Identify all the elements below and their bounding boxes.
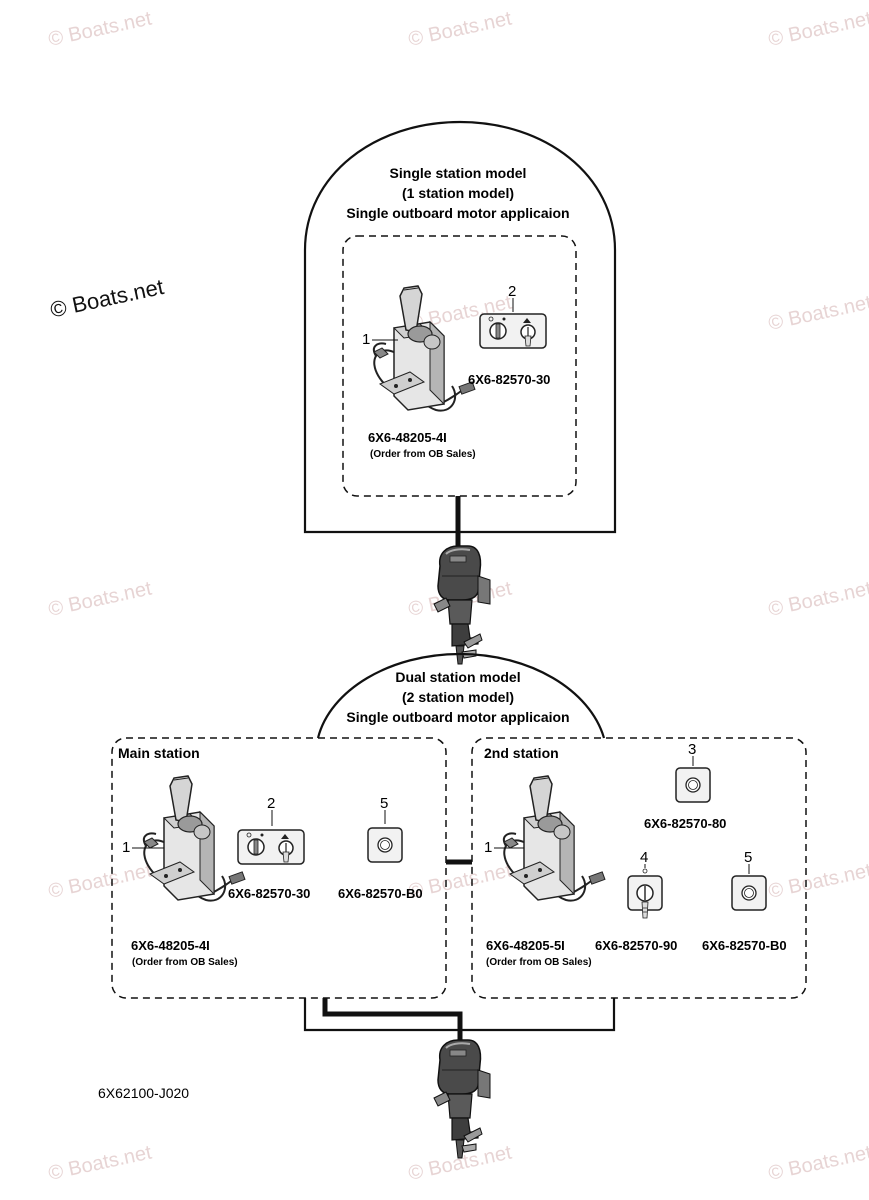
watermark: © Boats.net xyxy=(46,1141,154,1184)
dual-station-title-line-1: Dual station model xyxy=(395,669,520,685)
callout-4: 4 xyxy=(640,849,648,866)
callout-2: 2 xyxy=(267,795,275,812)
part-number: 6X6-48205-5I xyxy=(486,938,565,953)
diagram-code: 6X62100-J020 xyxy=(98,1085,189,1101)
watermark: © Boats.net xyxy=(766,7,869,50)
callout-2: 2 xyxy=(508,283,516,300)
main-station-label: Main station xyxy=(118,745,200,761)
main-switch-panel-icon xyxy=(237,829,305,865)
watermark: © Boats.net xyxy=(766,859,869,902)
remote-control-box-icon xyxy=(502,775,606,902)
main-station-group-box xyxy=(111,737,447,999)
control-cable xyxy=(322,998,463,1044)
callout-5: 5 xyxy=(744,849,752,866)
part-number: 6X6-82570-30 xyxy=(228,886,310,901)
outboard-motor-icon xyxy=(433,1039,491,1159)
main-switch-panel-icon xyxy=(479,313,547,349)
watermark: © Boats.net xyxy=(406,7,514,50)
watermark: © Boats.net xyxy=(766,577,869,620)
callout-3: 3 xyxy=(688,741,696,758)
callout-1: 1 xyxy=(362,331,370,348)
watermark: © Boats.net xyxy=(46,7,154,50)
part-number: 6X6-82570-90 xyxy=(595,938,677,953)
single-station-section: Single station model (1 station model) S… xyxy=(303,120,617,534)
single-station-frame xyxy=(303,120,617,534)
dual-station-title-line-3: Single outboard motor applicaion xyxy=(346,709,569,725)
callout-1: 1 xyxy=(484,839,492,856)
part-number: 6X6-48205-4I xyxy=(368,430,447,445)
order-note: (Order from OB Sales) xyxy=(486,957,592,968)
key-switch-icon xyxy=(627,868,663,919)
part-number: 6X6-82570-80 xyxy=(644,816,726,831)
watermark: © Boats.net xyxy=(46,577,154,620)
watermark: © Boats.net xyxy=(406,859,514,902)
callout-5: 5 xyxy=(380,795,388,812)
emergency-switch-icon xyxy=(731,875,767,911)
part-number: 6X6-82570-B0 xyxy=(702,938,787,953)
single-station-group-box xyxy=(342,235,577,497)
part-number: 6X6-48205-4I xyxy=(131,938,210,953)
dual-station-section: Dual station model (2 station model) Sin… xyxy=(111,652,807,1032)
watermark: © Boats.net xyxy=(766,291,869,334)
second-station-group-box xyxy=(471,737,807,999)
dual-station-arch xyxy=(316,652,606,739)
order-note: (Order from OB Sales) xyxy=(132,957,238,968)
order-note: (Order from OB Sales) xyxy=(370,449,476,460)
callout-1: 1 xyxy=(122,839,130,856)
second-station-label: 2nd station xyxy=(484,745,559,761)
dual-station-title-line-2: (2 station model) xyxy=(402,689,514,705)
single-station-title-line-3: Single outboard motor applicaion xyxy=(346,205,569,221)
single-station-title-line-1: Single station model xyxy=(390,165,527,181)
emergency-switch-icon xyxy=(367,827,403,863)
single-station-title-line-2: (1 station model) xyxy=(402,185,514,201)
watermark: © Boats.net xyxy=(766,1141,869,1184)
part-number: 6X6-82570-30 xyxy=(468,372,550,387)
switch-3-icon xyxy=(675,767,711,803)
part-number: 6X6-82570-B0 xyxy=(338,886,423,901)
remote-control-box-icon xyxy=(142,775,246,902)
watermark: © Boats.net xyxy=(46,859,154,902)
